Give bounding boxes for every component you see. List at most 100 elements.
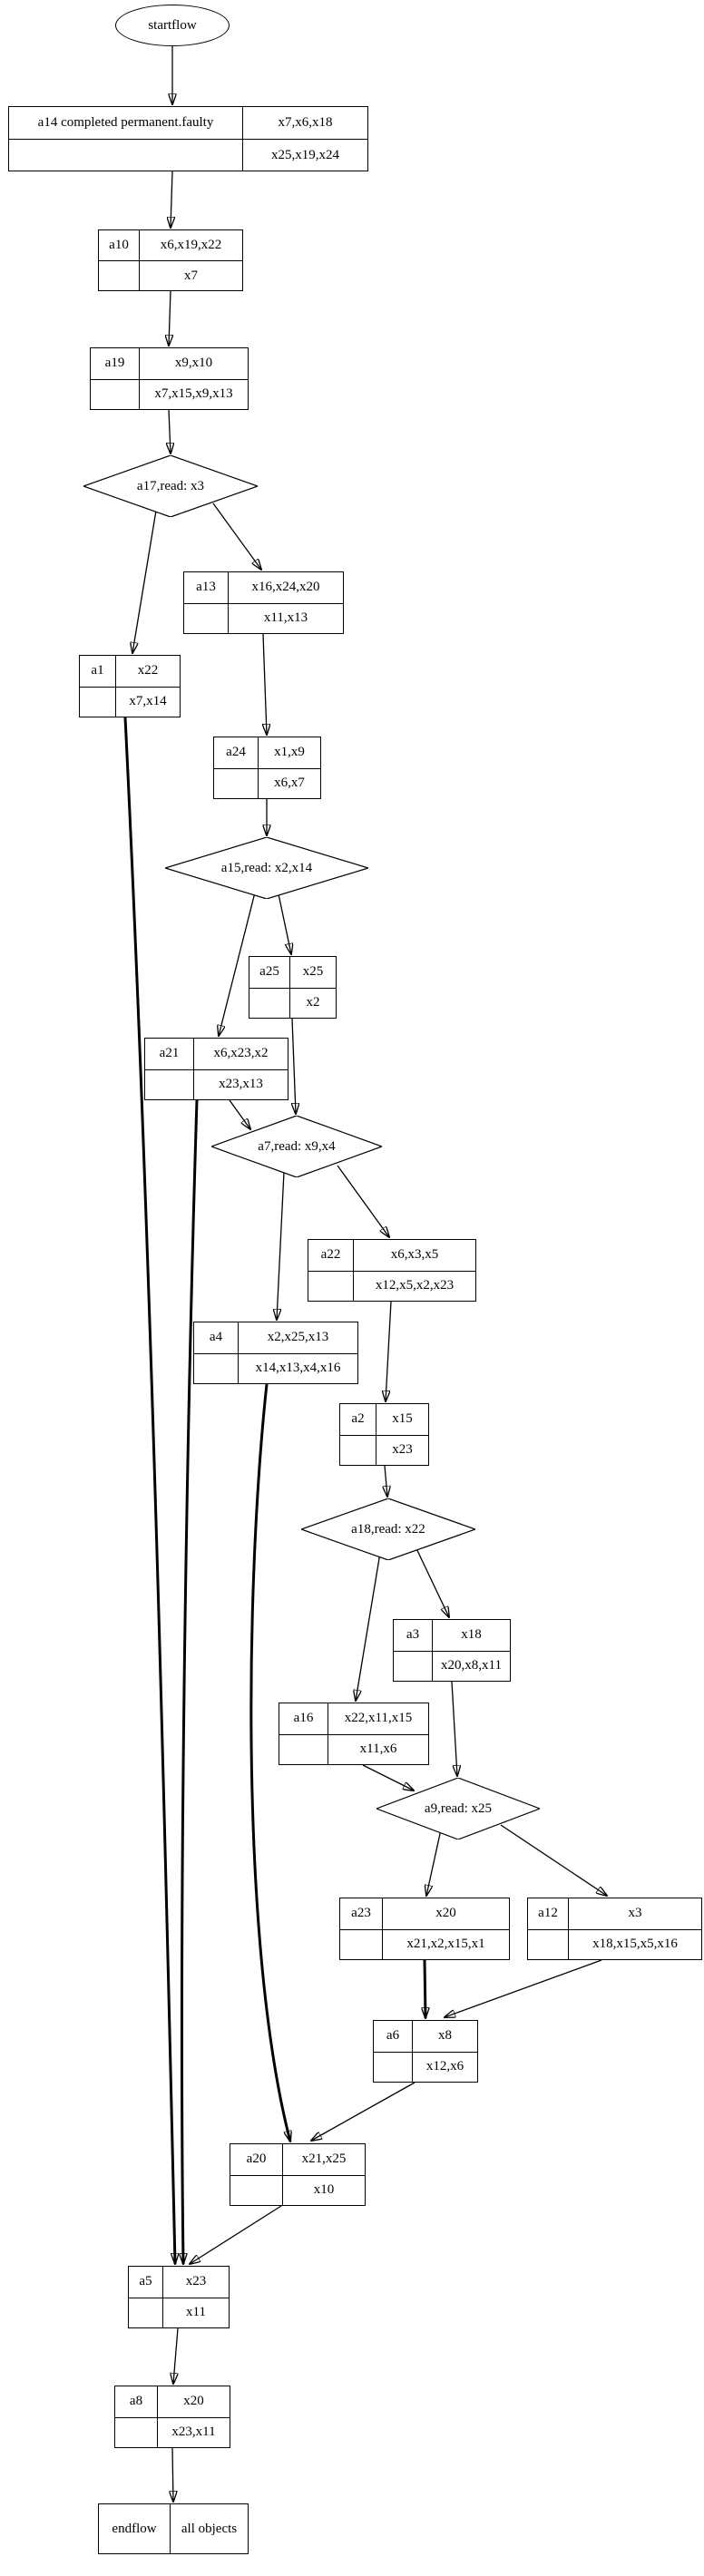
action-id: a23 xyxy=(340,1898,383,1929)
diamond-shape xyxy=(165,837,368,899)
writes-cell: x23,x13 xyxy=(194,1068,288,1100)
reads-cell: x8 xyxy=(438,2028,452,2044)
reads-cell: x6,x23,x2 xyxy=(213,1046,269,1061)
edge-a2-a18 xyxy=(385,1465,387,1497)
edge-a5-a8 xyxy=(173,2327,179,2384)
reads-cell: x23 xyxy=(185,2274,207,2289)
reads-cell: x3 xyxy=(628,1906,642,1921)
edge-a16-a9 xyxy=(362,1764,414,1791)
edge-a17-a13 xyxy=(212,503,261,570)
writes-cell: x7 xyxy=(140,260,242,290)
decision-a17: a17,read: x3 xyxy=(83,455,258,517)
action-id: a16 xyxy=(279,1703,328,1734)
writes-cell: x11,x6 xyxy=(328,1733,428,1765)
action-id: a14 completed permanent.faulty xyxy=(9,107,243,139)
edge-a10-a19 xyxy=(169,290,171,346)
action-id: a8 xyxy=(115,2386,158,2417)
writes-cell: x23 xyxy=(376,1434,428,1466)
empty-cell xyxy=(528,1928,569,1959)
empty-cell xyxy=(308,1270,354,1301)
edge-a19-a17 xyxy=(169,409,171,454)
action-id: a12 xyxy=(528,1898,569,1929)
writes-cell: x12,x6 xyxy=(413,2051,477,2083)
decision-label: a17,read: x3 xyxy=(136,478,205,493)
edge-a6-a20 xyxy=(311,2082,416,2141)
writes-cell: x23,x11 xyxy=(158,2416,230,2448)
node-a23: a23 x20 x21,x2,x15,x1 xyxy=(339,1898,510,1960)
edge-a25-a7 xyxy=(292,1018,296,1114)
edge-a4-a20 xyxy=(249,1383,290,2142)
decision-label: a7,read: x9,x4 xyxy=(258,1138,336,1154)
empty-cell xyxy=(340,1434,376,1465)
action-id: a3 xyxy=(394,1620,433,1651)
edge-a18-a16 xyxy=(356,1552,381,1701)
action-id: a22 xyxy=(308,1240,354,1271)
writes-cell: x11 xyxy=(163,2297,229,2328)
node-a20: a20 x21,x25 x10 xyxy=(230,2143,366,2206)
startflow-label: startflow xyxy=(148,17,197,33)
reads-cell: x9,x10 xyxy=(174,356,213,371)
decision-a18: a18,read: x22 xyxy=(301,1498,475,1560)
edge-a15-a21 xyxy=(219,892,256,1036)
edge-a8-endflow xyxy=(172,2447,173,2502)
writes-cell: x7,x14 xyxy=(116,686,180,717)
empty-cell xyxy=(80,686,116,717)
empty-cell xyxy=(340,1928,383,1959)
node-a6: a6 x8 x12,x6 xyxy=(373,2020,478,2083)
empty-cell xyxy=(249,987,290,1018)
node-a25: a25 x25 x2 xyxy=(249,956,337,1019)
action-id: a10 xyxy=(99,230,140,260)
endflow-value: all objects xyxy=(181,2521,238,2536)
edge-a1-a5 xyxy=(123,717,175,2264)
action-id: a2 xyxy=(340,1404,376,1435)
decision-label: a15,read: x2,x14 xyxy=(220,860,313,875)
node-endflow: endflow all objects xyxy=(98,2503,249,2554)
node-a1: a1 x22 x7,x14 xyxy=(79,655,181,717)
action-id: a5 xyxy=(129,2267,163,2298)
node-a3: a3 x18 x20,x8,x11 xyxy=(393,1619,511,1682)
writes-cell: x18,x15,x5,x16 xyxy=(569,1928,701,1960)
reads-cell: x6,x3,x5 xyxy=(390,1247,439,1263)
writes-cell: x6,x7 xyxy=(259,767,320,799)
edge-a21-a5 xyxy=(181,1099,199,2264)
empty-cell xyxy=(99,260,140,290)
action-id: a20 xyxy=(230,2144,283,2175)
node-a14: a14 completed permanent.faulty x7,x6,x18… xyxy=(8,106,368,171)
diamond-shape xyxy=(83,455,258,517)
reads-cell: x25 xyxy=(302,964,324,980)
empty-cell xyxy=(184,602,229,633)
action-id: a1 xyxy=(80,656,116,687)
node-a12: a12 x3 x18,x15,x5,x16 xyxy=(527,1898,702,1960)
writes-cell: x14,x13,x4,x16 xyxy=(239,1352,357,1384)
edge-a9-a12 xyxy=(500,1824,607,1896)
diamond-shape xyxy=(301,1498,475,1560)
edge-a20-a5 xyxy=(190,2205,282,2264)
edge-a13-a24 xyxy=(263,633,267,735)
reads-cell: x22,x11,x15 xyxy=(344,1711,413,1726)
writes-cell: x7,x15,x9,x13 xyxy=(140,378,248,410)
edge-a7-a22 xyxy=(337,1165,389,1237)
reads-cell: x20 xyxy=(435,1906,456,1921)
empty-cell xyxy=(279,1733,328,1764)
decision-label: a9,read: x25 xyxy=(424,1800,493,1816)
writes-cell: x12,x5,x2,x23 xyxy=(354,1270,475,1302)
action-id: a6 xyxy=(374,2021,413,2052)
node-a24: a24 x1,x9 x6,x7 xyxy=(213,737,321,799)
diamond-shape xyxy=(376,1778,540,1839)
decision-a7: a7,read: x9,x4 xyxy=(211,1116,382,1177)
node-a13: a13 x16,x24,x20 x11,x13 xyxy=(183,571,344,634)
writes-cell: x2 xyxy=(290,987,336,1019)
edge-a17-a1 xyxy=(132,510,157,653)
node-a4: a4 x2,x25,x13 x14,x13,x4,x16 xyxy=(193,1322,358,1384)
empty-cell xyxy=(394,1650,433,1681)
node-a2: a2 x15 x23 xyxy=(339,1403,429,1466)
reads-cell: x2,x25,x13 xyxy=(267,1330,329,1345)
empty-cell xyxy=(145,1068,194,1099)
reads-cell: x6,x19,x22 xyxy=(160,238,222,252)
action-id: a24 xyxy=(214,737,259,768)
reads-cell: x16,x24,x20 xyxy=(251,580,320,595)
reads-cell: x22 xyxy=(137,663,159,678)
writes-cell: x11,x13 xyxy=(229,602,343,634)
reads-cell: x20 xyxy=(183,2394,204,2409)
